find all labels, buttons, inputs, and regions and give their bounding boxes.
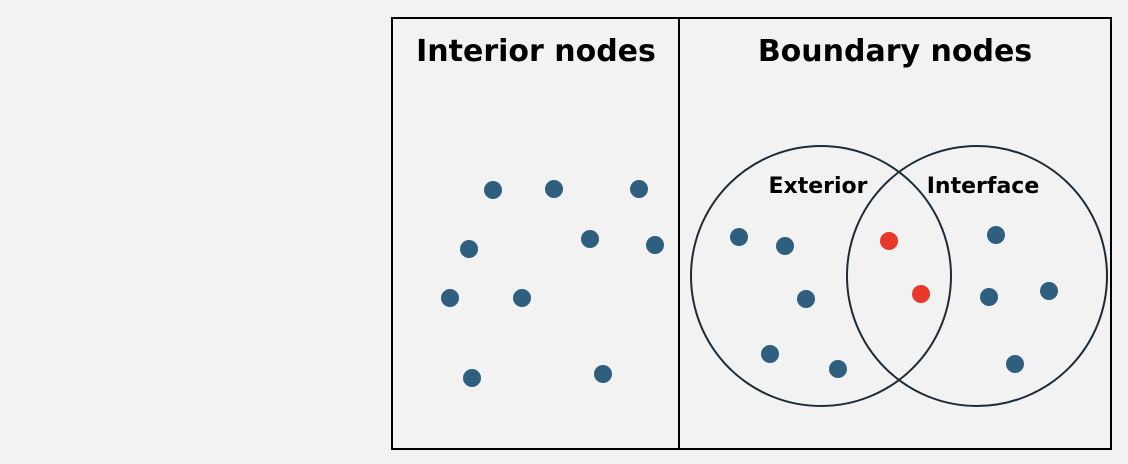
interface-nodes — [980, 226, 1058, 373]
exterior-node — [797, 290, 815, 308]
interface-node — [987, 226, 1005, 244]
overlap-nodes — [880, 232, 930, 303]
overlap-node — [880, 232, 898, 250]
interior-node — [513, 289, 531, 307]
exterior-node — [776, 237, 794, 255]
interface-node — [1040, 282, 1058, 300]
interior-node — [484, 181, 502, 199]
interior-panel-title: Interior nodes — [416, 34, 656, 69]
interior-node — [441, 289, 459, 307]
interior-node — [646, 236, 664, 254]
interior-node — [460, 240, 478, 258]
interior-node — [594, 365, 612, 383]
interface-circle — [846, 145, 1108, 407]
interior-node — [630, 180, 648, 198]
exterior-nodes — [730, 228, 847, 378]
exterior-node — [761, 345, 779, 363]
interface-node — [1006, 355, 1024, 373]
overlap-node — [912, 285, 930, 303]
boundary-panel-title: Boundary nodes — [758, 34, 1032, 69]
interior-node — [545, 180, 563, 198]
interior-node — [463, 369, 481, 387]
interface-node — [980, 288, 998, 306]
interior-node — [581, 230, 599, 248]
exterior-node — [730, 228, 748, 246]
interface-label: Interface — [927, 174, 1040, 199]
exterior-label: Exterior — [768, 174, 867, 199]
exterior-node — [829, 360, 847, 378]
exterior-circle — [690, 145, 952, 407]
interior-nodes — [441, 180, 664, 387]
